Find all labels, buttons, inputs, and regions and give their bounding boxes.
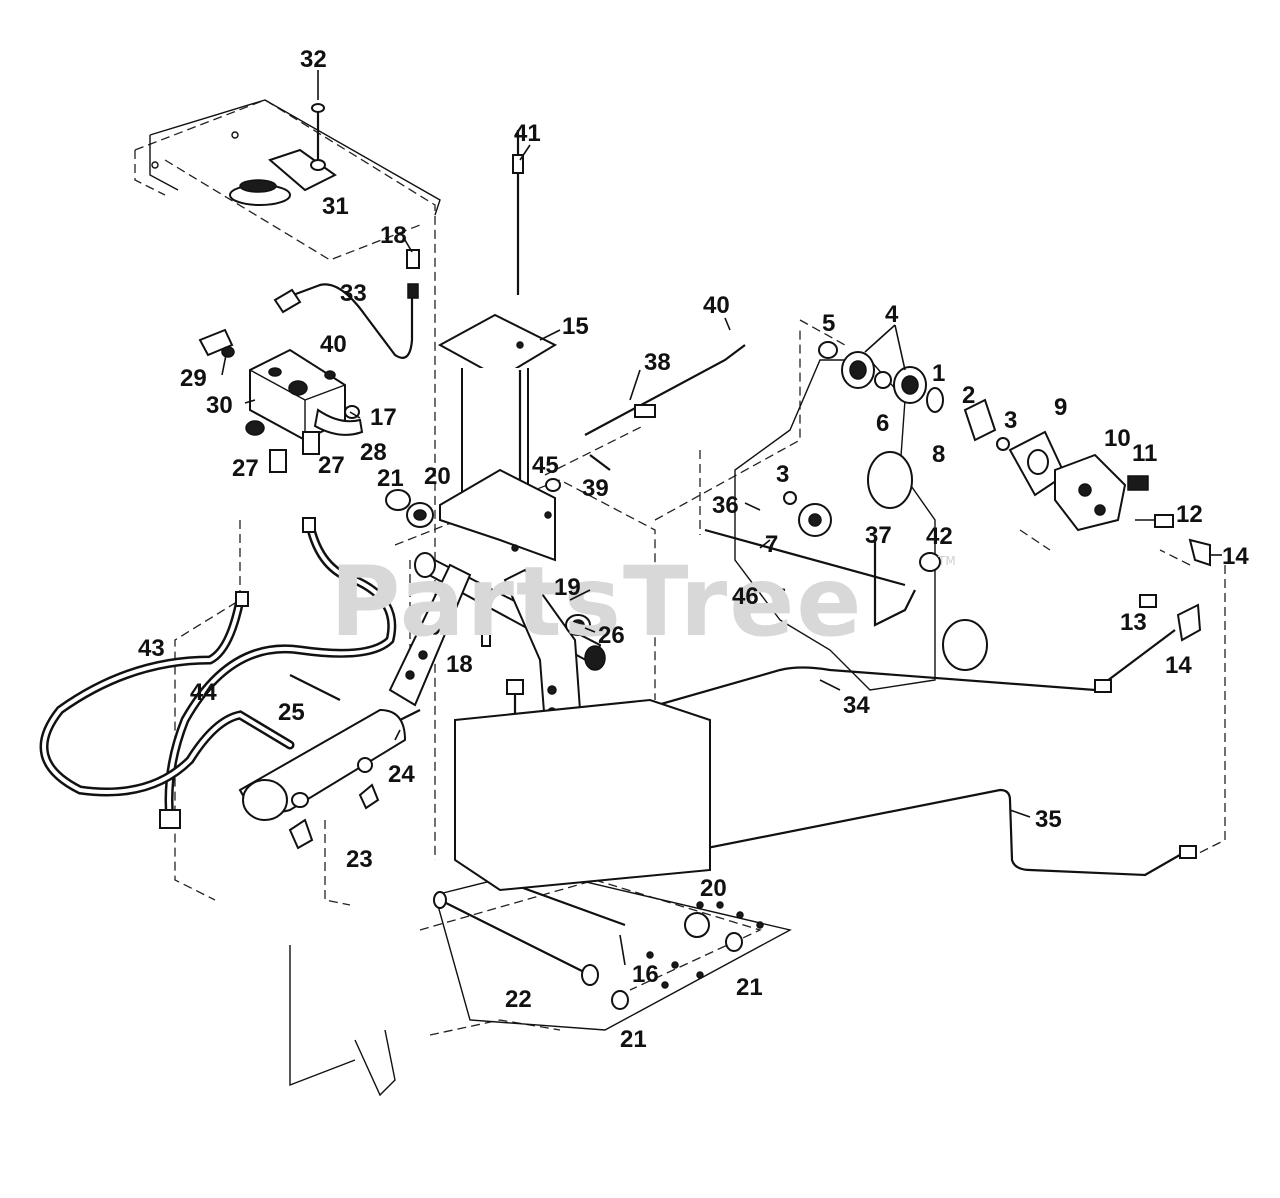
callout-42: 42 xyxy=(926,523,953,550)
callout-44: 44 xyxy=(190,679,217,706)
watermark-text: PartsTree xyxy=(330,546,863,658)
callout-6: 6 xyxy=(876,410,889,437)
callout-10: 10 xyxy=(1104,425,1131,452)
callout-14: 14 xyxy=(1165,652,1192,679)
hoses xyxy=(39,517,397,829)
callout-40: 40 xyxy=(703,292,730,319)
callout-8: 8 xyxy=(932,441,945,468)
callout-21: 21 xyxy=(620,1026,647,1053)
callout-23: 23 xyxy=(346,846,373,873)
callout-18: 18 xyxy=(446,651,473,678)
callout-22: 22 xyxy=(505,986,532,1013)
callout-35: 35 xyxy=(1035,806,1062,833)
callout-4: 4 xyxy=(885,301,899,328)
callout-46: 46 xyxy=(732,583,759,610)
callout-17: 17 xyxy=(370,404,397,431)
callout-34: 34 xyxy=(843,692,870,719)
watermark: PartsTree TM xyxy=(330,546,956,658)
callout-3: 3 xyxy=(1004,407,1017,434)
callout-31: 31 xyxy=(322,193,349,220)
callout-28: 28 xyxy=(360,439,387,466)
callout-29: 29 xyxy=(180,365,207,392)
callout-26: 26 xyxy=(598,622,625,649)
lift-column xyxy=(437,130,561,562)
pump-assembly xyxy=(704,341,1211,691)
callout-32: 32 xyxy=(300,46,327,73)
leader-lines xyxy=(221,70,1222,966)
callout-14: 14 xyxy=(1222,543,1249,570)
callout-3: 3 xyxy=(776,461,789,488)
cylinder xyxy=(238,674,421,850)
callout-21: 21 xyxy=(736,974,763,1001)
callout-12: 12 xyxy=(1176,501,1203,528)
callout-labels: 32 31 41 18 33 15 40 38 40 5 4 1 2 6 3 9… xyxy=(138,46,1249,1053)
callout-16: 16 xyxy=(632,961,659,988)
mounting-plate xyxy=(149,99,441,216)
control-valve xyxy=(198,328,364,473)
callout-7: 7 xyxy=(765,531,778,558)
callout-40: 40 xyxy=(320,331,347,358)
callout-27: 27 xyxy=(318,452,345,479)
callout-21: 21 xyxy=(377,465,404,492)
callout-33: 33 xyxy=(340,280,367,307)
callout-27: 27 xyxy=(232,455,259,482)
callout-19: 19 xyxy=(554,574,581,601)
callout-37: 37 xyxy=(865,522,892,549)
callout-13: 13 xyxy=(1120,609,1147,636)
callout-45: 45 xyxy=(532,452,559,479)
callout-5: 5 xyxy=(822,310,835,337)
drawbar xyxy=(289,698,792,1097)
callout-41: 41 xyxy=(514,120,541,147)
tube-33 xyxy=(273,249,420,359)
callout-30: 30 xyxy=(206,392,233,419)
frame-outline xyxy=(134,99,1226,1036)
callout-43: 43 xyxy=(138,635,165,662)
callout-38: 38 xyxy=(644,349,671,376)
callout-11: 11 xyxy=(1132,440,1157,467)
callout-25: 25 xyxy=(278,699,305,726)
rockshaft xyxy=(385,489,606,727)
callout-39: 39 xyxy=(582,475,609,502)
callout-20: 20 xyxy=(700,875,727,902)
callout-20: 20 xyxy=(424,463,451,490)
callout-24: 24 xyxy=(388,761,415,788)
callout-9: 9 xyxy=(1054,394,1067,421)
callout-36: 36 xyxy=(712,492,739,519)
callout-1: 1 xyxy=(932,360,945,387)
watermark-tm: TM xyxy=(937,554,956,568)
callout-18: 18 xyxy=(380,222,407,249)
callout-15: 15 xyxy=(562,313,589,340)
callout-2: 2 xyxy=(962,382,975,409)
